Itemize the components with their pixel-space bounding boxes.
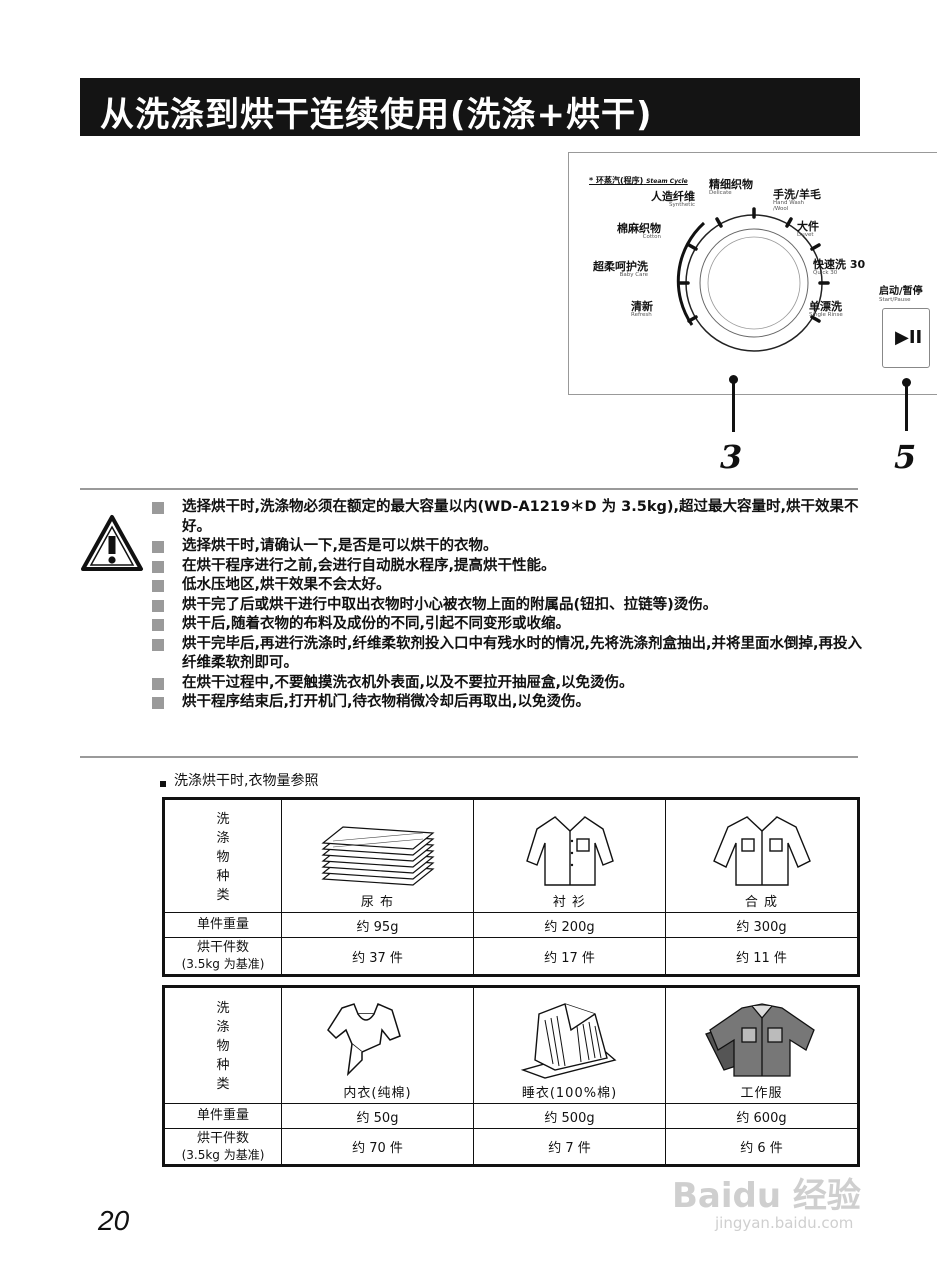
callout-dot-5 (902, 378, 911, 387)
item-cell-pajamas: 睡衣(100%棉) (473, 986, 666, 1104)
weight-value: 约 600g (665, 1103, 859, 1129)
work-clothes-icon (704, 1003, 815, 1077)
warning-item: 选择烘干时,请确认一下,是否是可以烘干的衣物。 (150, 537, 870, 557)
reference-title: 洗涤烘干时,衣物量参照 (160, 770, 318, 790)
callout-number-3: 3 (720, 438, 743, 476)
callout-dot-3 (729, 375, 738, 384)
warning-item: 在烘干程序进行之前,会进行自动脱水程序,提高烘干性能。 (150, 557, 870, 577)
callout-line-3 (732, 380, 735, 432)
count-value: 约 7 件 (473, 1128, 666, 1166)
laundry-table-1: 洗涤物种类 尿 布 (162, 797, 860, 977)
weight-value: 约 300g (665, 912, 859, 938)
watermark-logo: Baidu 经验 (672, 1176, 861, 1216)
count-value: 约 11 件 (665, 937, 859, 976)
item-cell-shirt: 衬 衫 (473, 798, 666, 913)
synthetic-shirt-icon (712, 816, 811, 886)
start-pause-button[interactable]: ▶II (882, 308, 930, 368)
divider-top (80, 488, 858, 490)
bullet-icon (160, 781, 166, 787)
weight-value: 约 95g (281, 912, 474, 938)
underwear-icon (327, 1003, 401, 1077)
steam-cycle-label: * 环蒸汽(程序) Steam Cycle (589, 176, 688, 185)
weight-value: 约 200g (473, 912, 666, 938)
item-cell-underwear: 内衣(纯棉) (281, 986, 474, 1104)
warning-item: 烘干完毕后,再进行洗涤时,纤维柔软剂投入口中有残水时的情况,先将洗涤剂盒抽出,并… (150, 635, 870, 674)
warning-list: 选择烘干时,洗涤物必须在额定的最大容量以内(WD-A1219＊D 为 3.5kg… (150, 498, 870, 713)
warning-item: 选择烘干时,洗涤物必须在额定的最大容量以内(WD-A1219＊D 为 3.5kg… (150, 498, 870, 537)
item-cell-synthetic: 合 成 (665, 798, 859, 913)
count-value: 约 70 件 (281, 1128, 474, 1166)
kind-label-cell: 洗涤物种类 (163, 986, 282, 1104)
warning-item: 烘干后,随着衣物的布料及成份的不同,引起不同变形或收缩。 (150, 615, 870, 635)
count-value: 约 37 件 (281, 937, 474, 976)
weight-label: 单件重量 (163, 912, 282, 938)
item-cell-workwear: 工作服 (665, 986, 859, 1104)
count-value: 约 6 件 (665, 1128, 859, 1166)
shirt-icon (525, 816, 614, 886)
weight-value: 约 50g (281, 1103, 474, 1129)
watermark-url: jingyan.baidu.com (715, 1214, 854, 1232)
weight-value: 约 500g (473, 1103, 666, 1129)
diaper-stack-icon (320, 826, 435, 886)
warning-icon (81, 515, 143, 571)
count-value: 约 17 件 (473, 937, 666, 976)
program-dial (676, 207, 830, 352)
pajamas-icon (520, 1003, 616, 1079)
count-label: 烘干件数(3.5kg 为基准) (163, 1128, 282, 1166)
page-title: 从洗涤到烘干连续使用(洗涤+烘干) (100, 95, 653, 135)
kind-label-cell: 洗涤物种类 (163, 798, 282, 913)
warning-item: 低水压地区,烘干效果不会太好。 (150, 576, 870, 596)
callout-number-5: 5 (894, 438, 917, 476)
weight-label: 单件重量 (163, 1103, 282, 1129)
warning-item: 烘干程序结束后,打开机门,待衣物稍微冷却后再取出,以免烫伤。 (150, 693, 870, 713)
page-number: 20 (98, 1205, 130, 1236)
warning-item: 烘干完了后或烘干进行中取出衣物时小心被衣物上面的附属品(钮扣、拉链等)烫伤。 (150, 596, 870, 616)
warning-item: 在烘干过程中,不要触摸洗衣机外表面,以及不要拉开抽屉盒,以免烫伤。 (150, 674, 870, 694)
divider-bottom (80, 756, 858, 758)
callout-line-5 (905, 383, 908, 431)
laundry-table-2: 洗涤物种类 内衣(纯棉) (162, 985, 860, 1167)
item-cell-diaper: 尿 布 (281, 798, 474, 913)
count-label: 烘干件数(3.5kg 为基准) (163, 937, 282, 976)
play-pause-icon: ▶II (895, 327, 923, 348)
title-bar: 从洗涤到烘干连续使用(洗涤+烘干) (80, 78, 860, 136)
